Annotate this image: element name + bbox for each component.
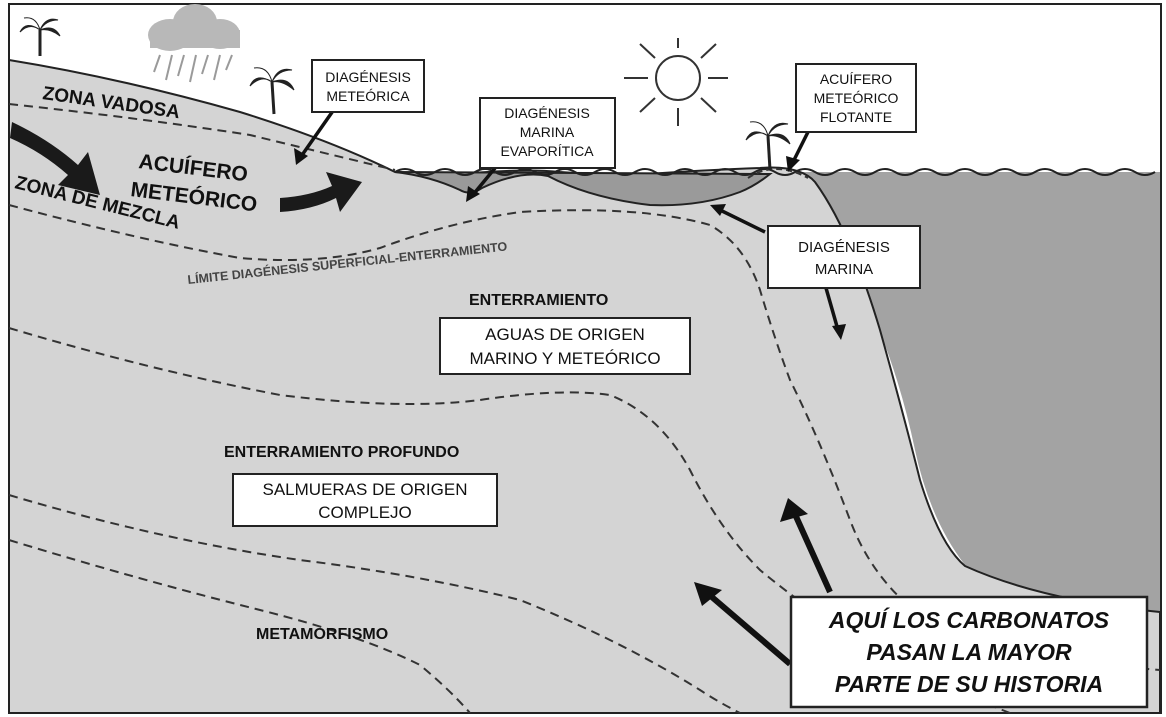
box-diagenesis-meteorica: DIAGÉNESIS METEÓRICA [311, 59, 425, 113]
flow-arrow [280, 172, 362, 212]
lagoon-water [394, 171, 773, 207]
box-line: ACUÍFERO [820, 71, 892, 87]
shallow-burial-boundary [8, 327, 1011, 714]
box-line: MARINA [520, 124, 575, 140]
box-aguas-de-origen: AGUAS DE ORIGEN MARINO Y METEÓRICO [439, 317, 691, 375]
box-salmueras-de-origen: SALMUERAS DE ORIGEN COMPLEJO [232, 473, 498, 527]
box-line: METEÓRICA [326, 88, 410, 104]
sea-surface [394, 168, 1156, 176]
box-line: DIAGÉNESIS [325, 69, 411, 85]
callout-line: PASAN LA MAYOR [866, 639, 1072, 665]
rain-cloud-icon [148, 4, 240, 83]
palm-tree-icon [249, 67, 295, 115]
label-metamorfismo: METAMORFISMO [256, 626, 388, 643]
box-line: DIAGÉNESIS [504, 105, 590, 121]
pointer-arrow [710, 204, 766, 234]
box-acuifero-meteorico-flotante: ACUÍFERO METEÓRICO FLOTANTE [795, 63, 917, 133]
box-line: FLOTANTE [820, 109, 892, 125]
callout-line: PARTE DE SU HISTORIA [835, 671, 1103, 697]
box-line: MARINO Y METEÓRICO [469, 349, 660, 368]
box-line: SALMUERAS DE ORIGEN [263, 480, 468, 499]
callout-line: AQUÍ LOS CARBONATOS [828, 606, 1110, 633]
box-line: COMPLEJO [318, 503, 412, 522]
callout-box: AQUÍ LOS CARBONATOS PASAN LA MAYOR PARTE… [789, 595, 1149, 709]
callout-arrow [694, 582, 792, 667]
box-line: EVAPORÍTICA [500, 143, 594, 159]
land-sediment [8, 58, 1161, 714]
metamorphism-boundary [8, 539, 471, 714]
box-diagenesis-marina: DIAGÉNESIS MARINA [767, 225, 921, 289]
box-line: DIAGÉNESIS [798, 239, 890, 256]
box-line: AGUAS DE ORIGEN [485, 325, 645, 344]
deep-burial-boundary [8, 494, 741, 714]
sun-icon [624, 38, 728, 126]
label-enterramiento: ENTERRAMIENTO [469, 292, 608, 309]
box-line: MARINA [815, 261, 873, 278]
pointer-arrow [294, 106, 337, 165]
callout-arrow [780, 498, 833, 594]
box-line: METEÓRICO [814, 90, 899, 106]
pointer-arrow [786, 131, 810, 172]
label-enterramiento-profundo: ENTERRAMIENTO PROFUNDO [224, 444, 459, 461]
floating-lens [747, 168, 809, 179]
pointer-arrow [824, 287, 846, 340]
palm-tree-icon [745, 121, 791, 171]
palm-tree-icon [19, 17, 61, 56]
box-diagenesis-marina-evaporitica: DIAGÉNESIS MARINA EVAPORÍTICA [479, 97, 616, 169]
flow-arrow [10, 122, 100, 195]
